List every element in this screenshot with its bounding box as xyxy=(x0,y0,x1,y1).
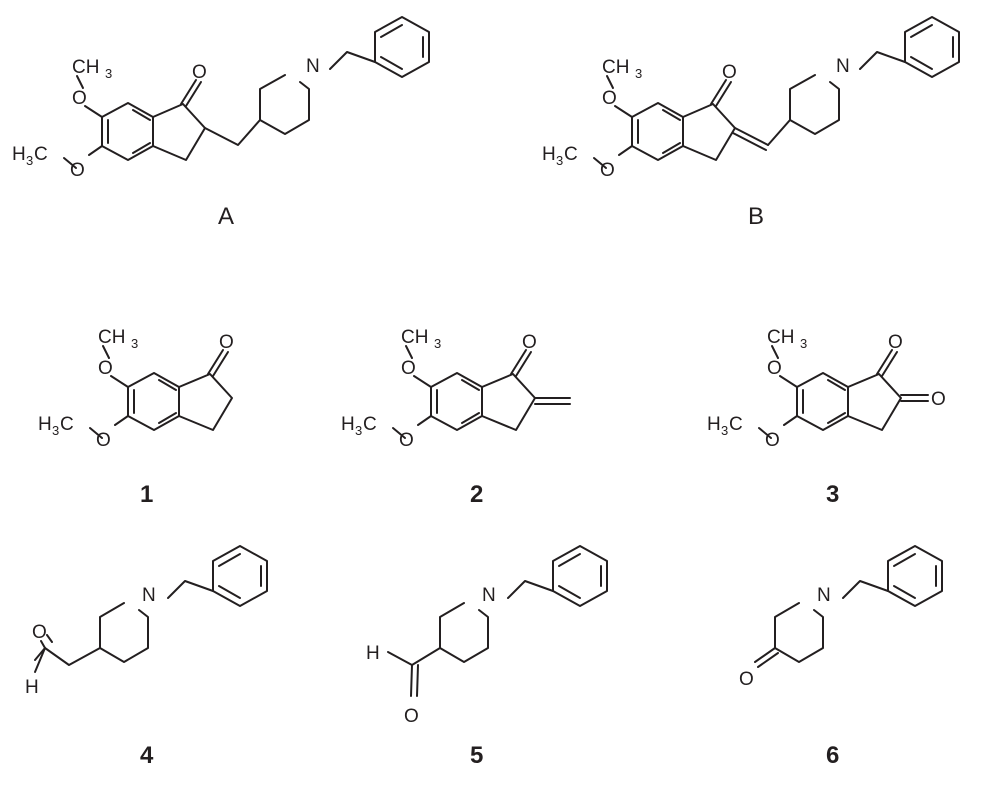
compound-6: N O 6 xyxy=(739,545,943,769)
methyl-left-sub-b: 3 xyxy=(556,153,563,168)
methyl-left-sub-a: 3 xyxy=(26,153,33,168)
methyl-top-a: CH xyxy=(72,57,99,78)
methyl-top-3: CH xyxy=(767,327,794,348)
ketone-oxygen-6: O xyxy=(739,669,754,690)
methoxy-oxygen-bottom-2: O xyxy=(399,430,414,451)
compound-4: N O H 4 xyxy=(25,545,268,769)
compound-label-3: 3 xyxy=(826,481,839,508)
methyl-left-c-1: C xyxy=(60,414,74,435)
nitrogen-4: N xyxy=(142,585,156,606)
compound-label-5: 5 xyxy=(470,742,483,769)
methyl-top-sub-3: 3 xyxy=(800,336,807,351)
compound-3: O O O CH 3 O H 3 C 3 xyxy=(707,327,946,508)
methyl-left-sub-1: 3 xyxy=(52,423,59,438)
compound-label-1: 1 xyxy=(140,481,153,508)
methyl-left-sub-3: 3 xyxy=(721,423,728,438)
ketone-oxygen-right-3: O xyxy=(931,389,946,410)
methyl-left-h-3: H xyxy=(707,414,721,435)
compound-label-6: 6 xyxy=(826,742,839,769)
methyl-left-h-2: H xyxy=(341,414,355,435)
ketone-oxygen-a: O xyxy=(192,62,207,83)
methyl-top-b: CH xyxy=(602,57,629,78)
methoxy-oxygen-top-3: O xyxy=(767,358,782,379)
methyl-left-c-b: C xyxy=(564,144,578,165)
ketone-oxygen-2: O xyxy=(522,332,537,353)
compound-a: O N O CH 3 O H 3 C A xyxy=(12,16,430,230)
methoxy-oxygen-top-1: O xyxy=(98,358,113,379)
aldehyde-oxygen-5: O xyxy=(404,706,419,727)
compound-label-4: 4 xyxy=(140,742,154,769)
compound-5: N H O 5 xyxy=(366,545,608,769)
compound-b: O N O CH 3 O H 3 C B xyxy=(542,16,960,230)
methoxy-oxygen-top-b: O xyxy=(602,88,617,109)
methoxy-oxygen-top-2: O xyxy=(401,358,416,379)
nitrogen-5: N xyxy=(482,585,496,606)
ketone-oxygen-1: O xyxy=(219,332,234,353)
methoxy-oxygen-bottom-1: O xyxy=(96,430,111,451)
methyl-left-c-a: C xyxy=(34,144,48,165)
compound-label-a: A xyxy=(218,203,234,230)
methyl-left-c-3: C xyxy=(729,414,743,435)
methyl-top-2: CH xyxy=(401,327,428,348)
methyl-top-sub-2: 3 xyxy=(434,336,441,351)
methyl-left-c-2: C xyxy=(363,414,377,435)
methyl-top-sub-a: 3 xyxy=(105,66,112,81)
methoxy-oxygen-bottom-a: O xyxy=(70,160,85,181)
methyl-top-1: CH xyxy=(98,327,125,348)
ketone-oxygen-top-3: O xyxy=(888,332,903,353)
nitrogen-b: N xyxy=(836,56,850,77)
methyl-left-h-b: H xyxy=(542,144,556,165)
methoxy-oxygen-bottom-3: O xyxy=(765,430,780,451)
aldehyde-hydrogen-5: H xyxy=(366,643,380,664)
nitrogen-a: N xyxy=(306,56,320,77)
methoxy-oxygen-bottom-b: O xyxy=(600,160,615,181)
aldehyde-oxygen-4: O xyxy=(32,622,47,643)
aldehyde-hydrogen-4: H xyxy=(25,677,39,698)
compound-label-b: B xyxy=(748,203,764,230)
methyl-left-h-1: H xyxy=(38,414,52,435)
ketone-oxygen-b: O xyxy=(722,62,737,83)
methyl-left-sub-2: 3 xyxy=(355,423,362,438)
methyl-left-h-a: H xyxy=(12,144,26,165)
nitrogen-6: N xyxy=(817,585,831,606)
methoxy-oxygen-top-a: O xyxy=(72,88,87,109)
compound-2: O O CH 3 O H 3 C 2 xyxy=(341,327,571,508)
methyl-top-sub-1: 3 xyxy=(131,336,138,351)
compound-label-2: 2 xyxy=(470,481,483,508)
methyl-top-sub-b: 3 xyxy=(635,66,642,81)
compound-1: O O CH 3 O H 3 C 1 xyxy=(38,327,234,508)
